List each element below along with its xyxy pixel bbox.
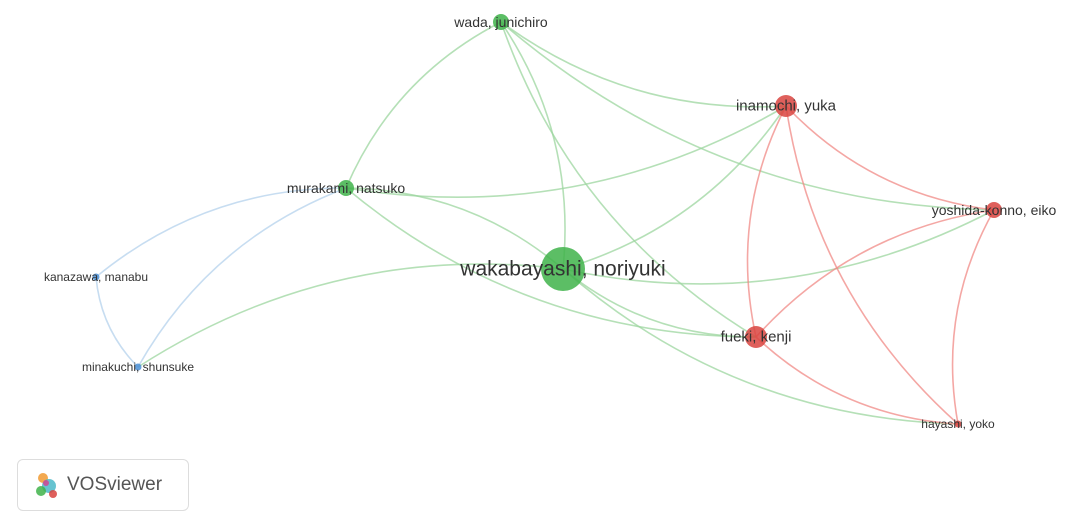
node-kanazawa[interactable] (92, 273, 100, 281)
node-inamochi[interactable] (775, 95, 797, 117)
link-wakabayashi-inamochi (562, 105, 787, 270)
labels-layer: wakabayashi, noriyuki wada, junichiro mura… (44, 14, 1057, 431)
node-wada[interactable] (493, 14, 509, 30)
node-label-murakami[interactable]: murakami, natsuko (287, 180, 405, 196)
link-inamochi-hayashi (785, 105, 959, 425)
node-fueki[interactable] (745, 326, 767, 348)
link-yoshida-fueki (755, 209, 995, 338)
link-yoshida-hayashi (951, 209, 995, 425)
node-yoshida[interactable] (986, 202, 1002, 218)
node-label-yoshida[interactable]: yoshida-konno, eiko (932, 202, 1057, 218)
node-wakabayashi[interactable] (541, 247, 585, 291)
link-wada-inamochi (500, 21, 787, 108)
link-wakabayashi-yoshida (562, 209, 995, 285)
link-wakabayashi-wada (500, 21, 566, 270)
node-label-kanazawa[interactable]: kanazawa, manabu (44, 270, 148, 284)
vosviewer-badge[interactable]: VOSviewer (17, 459, 189, 511)
link-wakabayashi-hayashi (562, 268, 959, 425)
link-wakabayashi-minakuchi (137, 263, 564, 368)
link-inamochi-fueki (746, 105, 787, 338)
link-murakami-inamochi (345, 105, 787, 198)
link-wada-murakami (345, 21, 502, 189)
link-murakami-fueki (345, 187, 757, 338)
node-murakami[interactable] (338, 180, 354, 196)
link-wakabayashi-murakami (345, 187, 564, 270)
node-label-wakabayashi[interactable]: wakabayashi, noriyuki (459, 258, 665, 281)
link-fueki-hayashi (755, 336, 959, 425)
links-layer (95, 21, 995, 425)
node-minakuchi[interactable] (134, 363, 142, 371)
node-label-minakuchi[interactable]: minakuchi, shunsuke (82, 360, 194, 374)
node-label-hayashi[interactable]: hayashi, yoko (921, 417, 995, 431)
vosviewer-logo-icon (36, 473, 57, 498)
vosviewer-brand-label: VOSviewer (67, 474, 163, 495)
link-murakami-kanazawa (95, 187, 347, 278)
node-label-fueki[interactable]: fueki, kenji (721, 329, 792, 346)
link-wada-fueki (500, 21, 757, 338)
nodes-layer (92, 14, 1002, 428)
link-murakami-minakuchi (137, 187, 347, 368)
node-label-inamochi[interactable]: inamochi, yuka (736, 98, 837, 115)
link-wada-yoshida (500, 21, 995, 211)
link-kanazawa-minakuchi (95, 276, 139, 368)
node-hayashi[interactable] (954, 420, 962, 428)
link-inamochi-yoshida (785, 105, 995, 211)
node-label-wada[interactable]: wada, junichiro (453, 14, 548, 30)
